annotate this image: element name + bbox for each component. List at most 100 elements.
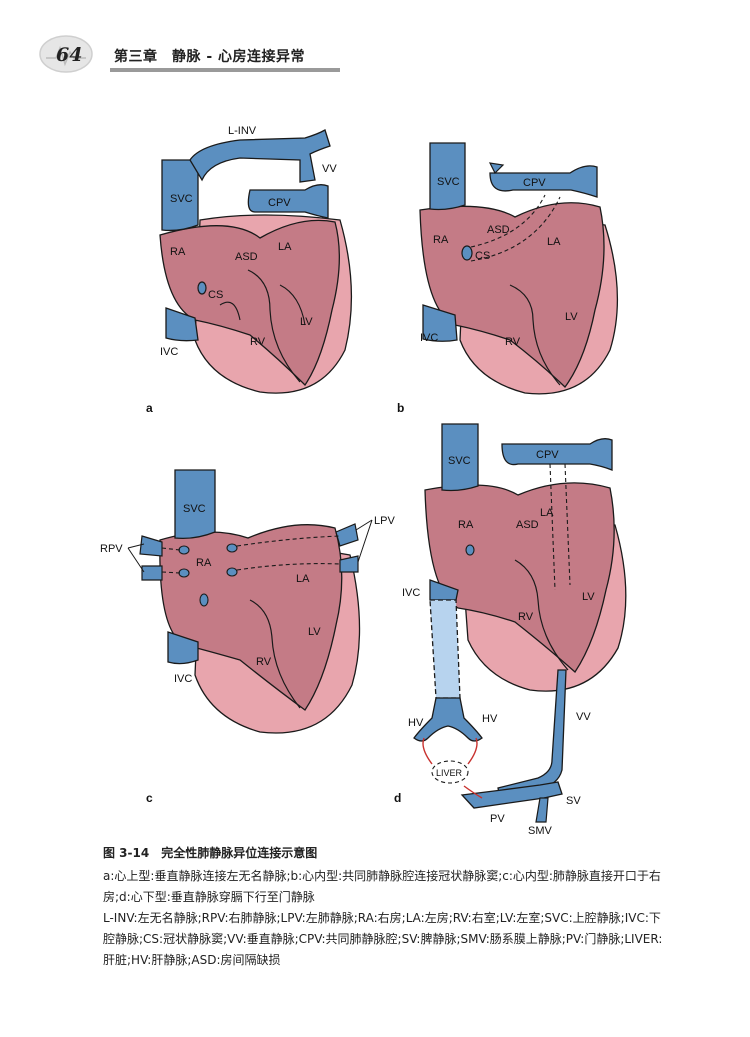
label-vv: VV <box>322 163 337 175</box>
svc-vessel <box>161 159 199 232</box>
heart-chambers <box>159 219 340 387</box>
label-pv: PV <box>490 813 505 825</box>
dashed-vv-in-heart <box>549 463 571 591</box>
label-sv: SV <box>566 795 581 807</box>
label-hv-left: HV <box>408 717 424 729</box>
valve-lines <box>219 284 306 326</box>
label-ra: RA <box>170 246 186 258</box>
page-number: 64 <box>56 44 83 66</box>
coronary-sinus-opening <box>461 245 473 261</box>
label-ivc: IVC <box>160 346 178 358</box>
rpv-upper <box>139 535 163 557</box>
label-svc: SVC <box>183 503 206 515</box>
panel-b-intracardiac-cs-diagram: SVC CPV RA ASD LA CS IVC RV LV b <box>397 142 619 415</box>
label-cs: CS <box>208 289 223 301</box>
label-rv: RV <box>518 611 534 623</box>
figure-caption-body: a:心上型:垂直静脉连接左无名静脉;b:心内型:共同肺静脉腔连接冠状静脉窦;c:… <box>103 869 661 904</box>
label-smv: SMV <box>528 825 553 837</box>
innominate-vein <box>189 129 331 183</box>
label-hv-right: HV <box>482 713 498 725</box>
cpv-vessel <box>489 165 598 198</box>
panel-c-intracardiac-ra-diagram: SVC LPV RPV RA LA IVC RV LV c <box>100 469 395 805</box>
lpv-opening-upper <box>226 543 238 553</box>
label-la: LA <box>278 241 292 253</box>
label-cs: CS <box>475 250 490 262</box>
label-lv: LV <box>308 626 321 638</box>
dashed-rpv-course <box>161 547 181 574</box>
panel-letter-c: c <box>146 791 153 805</box>
figure-caption-legend: L-INV:左无名静脉;RPV:右肺静脉;LPV:左肺静脉;RA:右房;LA:左… <box>103 911 663 967</box>
ventricular-septum <box>249 599 301 709</box>
rpv-callout <box>127 543 145 573</box>
label-ra: RA <box>433 234 449 246</box>
label-ra: RA <box>196 557 212 569</box>
ivc-vessel <box>422 304 458 342</box>
ventricular-septum <box>509 284 561 386</box>
chapter-title: 第三章 静脉 - 心房连接异常 <box>114 49 306 65</box>
label-vv: VV <box>576 711 591 723</box>
lpv-callout <box>355 519 373 563</box>
label-lv: LV <box>300 316 313 328</box>
label-asd: ASD <box>235 251 258 263</box>
label-liver: LIVER <box>436 768 463 778</box>
label-svc: SVC <box>170 193 193 205</box>
ivc-vessel <box>165 307 199 342</box>
label-cpv: CPV <box>536 449 559 461</box>
label-asd: ASD <box>487 224 510 236</box>
smv-branch <box>535 797 549 823</box>
panel-letter-b: b <box>397 401 404 415</box>
label-la: LA <box>547 236 561 248</box>
portal-vein <box>460 781 563 809</box>
page-number-badge <box>39 35 93 73</box>
rpv-opening-upper <box>178 545 190 555</box>
ventricular-septum <box>247 269 301 383</box>
dashed-lpv-course <box>236 535 341 571</box>
label-la: LA <box>296 573 310 585</box>
dashed-cpv-to-cs <box>470 194 561 262</box>
ra-opening <box>465 544 475 556</box>
ivc-lower-light <box>429 599 461 699</box>
heart-chambers <box>424 482 615 673</box>
cpv-branch <box>488 162 505 175</box>
label-lpv: LPV <box>374 515 395 527</box>
lpv-lower <box>339 555 359 573</box>
label-svc: SVC <box>437 176 460 188</box>
ivc-vessel <box>167 631 199 665</box>
liver-outline <box>431 760 469 784</box>
cpv-vessel <box>501 438 613 471</box>
label-ivc: IVC <box>402 587 420 599</box>
coronary-sinus-opening <box>199 593 209 607</box>
label-svc: SVC <box>448 455 471 467</box>
label-ivc: IVC <box>174 673 192 685</box>
flow-arrows <box>422 737 483 799</box>
lpv-upper <box>335 523 359 547</box>
label-cpv: CPV <box>268 197 291 209</box>
label-lv: LV <box>582 591 595 603</box>
svc-vessel <box>429 142 466 211</box>
label-ra: RA <box>458 519 474 531</box>
cpv-vessel <box>247 184 329 219</box>
label-lv: LV <box>565 311 578 323</box>
label-asd: ASD <box>516 519 539 531</box>
svc-vessel <box>441 423 479 492</box>
label-rv: RV <box>250 336 266 348</box>
panel-letter-d: d <box>394 791 401 805</box>
label-rv: RV <box>256 656 272 668</box>
panel-d-infracardiac-diagram: SVC CPV RA ASD LA IVC RV LV HV HV VV LIV… <box>394 423 627 837</box>
lpv-opening-lower <box>226 567 238 577</box>
rpv-lower <box>141 565 163 581</box>
label-linv: L-INV <box>228 125 257 137</box>
panel-a-supracardiac-diagram: L-INV VV SVC CPV RA ASD LA CS IVC RV LV … <box>146 125 353 415</box>
coronary-sinus-opening <box>197 281 207 295</box>
label-ivc: IVC <box>420 332 438 344</box>
label-rpv: RPV <box>100 543 123 555</box>
chapter-rule <box>110 68 340 72</box>
label-cpv: CPV <box>523 177 546 189</box>
hepatic-veins <box>413 697 483 742</box>
panel-letter-a: a <box>146 401 153 415</box>
rpv-opening-lower <box>178 568 190 578</box>
label-rv: RV <box>505 336 521 348</box>
ventricular-septum <box>514 559 569 671</box>
svc-vessel <box>174 469 216 540</box>
label-la: LA <box>540 507 554 519</box>
